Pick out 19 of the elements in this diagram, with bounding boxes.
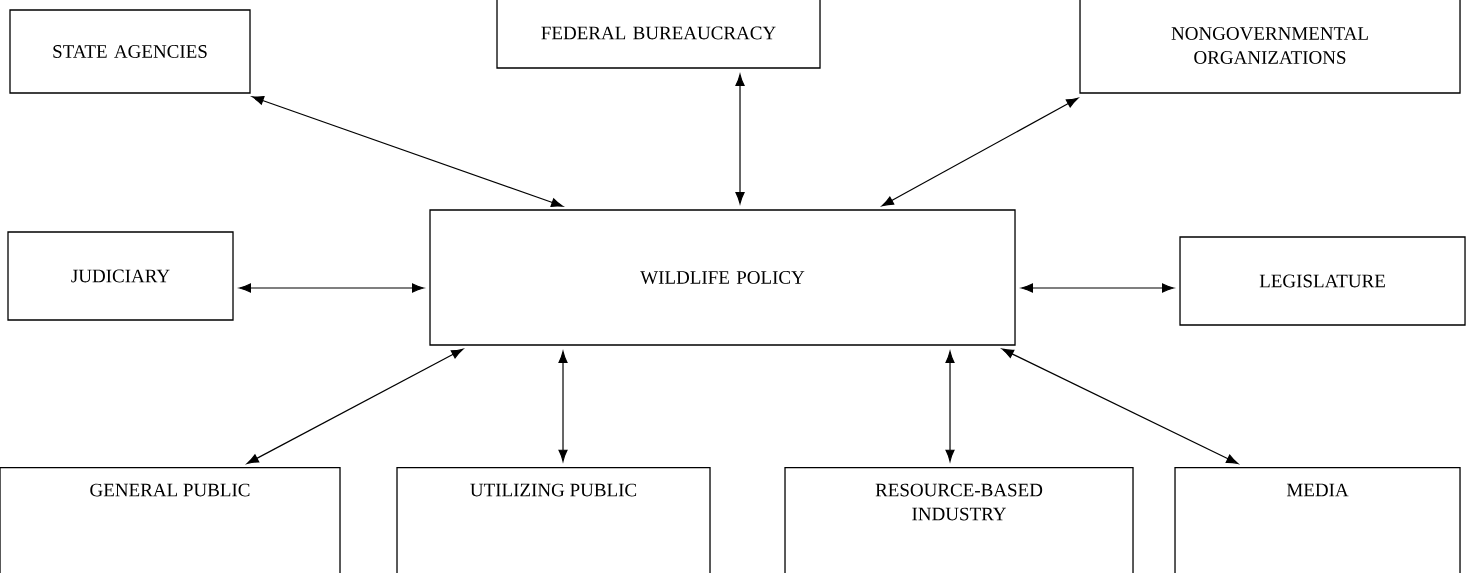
box: GENERAL PUBLIC [0, 467, 341, 573]
box: WILDLIFE POLICY [429, 209, 1016, 346]
box: UTILIZING PUBLIC [396, 467, 711, 573]
box: MEDIA [1174, 467, 1461, 573]
arrow [1021, 283, 1174, 293]
arrow [251, 96, 564, 207]
box: FEDERAL BUREAUCRACY [496, 0, 821, 69]
arrow [558, 351, 568, 462]
arrow [735, 74, 745, 204]
arrow [246, 348, 464, 465]
arrow [881, 97, 1079, 207]
box: STATE AGENCIES [9, 9, 251, 94]
arrow [1001, 348, 1239, 465]
box: JUDICIARY [7, 231, 234, 321]
arrow [239, 283, 425, 293]
box: RESOURCE-BASED INDUSTRY [784, 467, 1134, 573]
arrow [945, 351, 955, 462]
box: LEGISLATURE [1179, 236, 1466, 326]
box: NONGOVERNMENTAL ORGANIZATIONS [1079, 0, 1461, 94]
